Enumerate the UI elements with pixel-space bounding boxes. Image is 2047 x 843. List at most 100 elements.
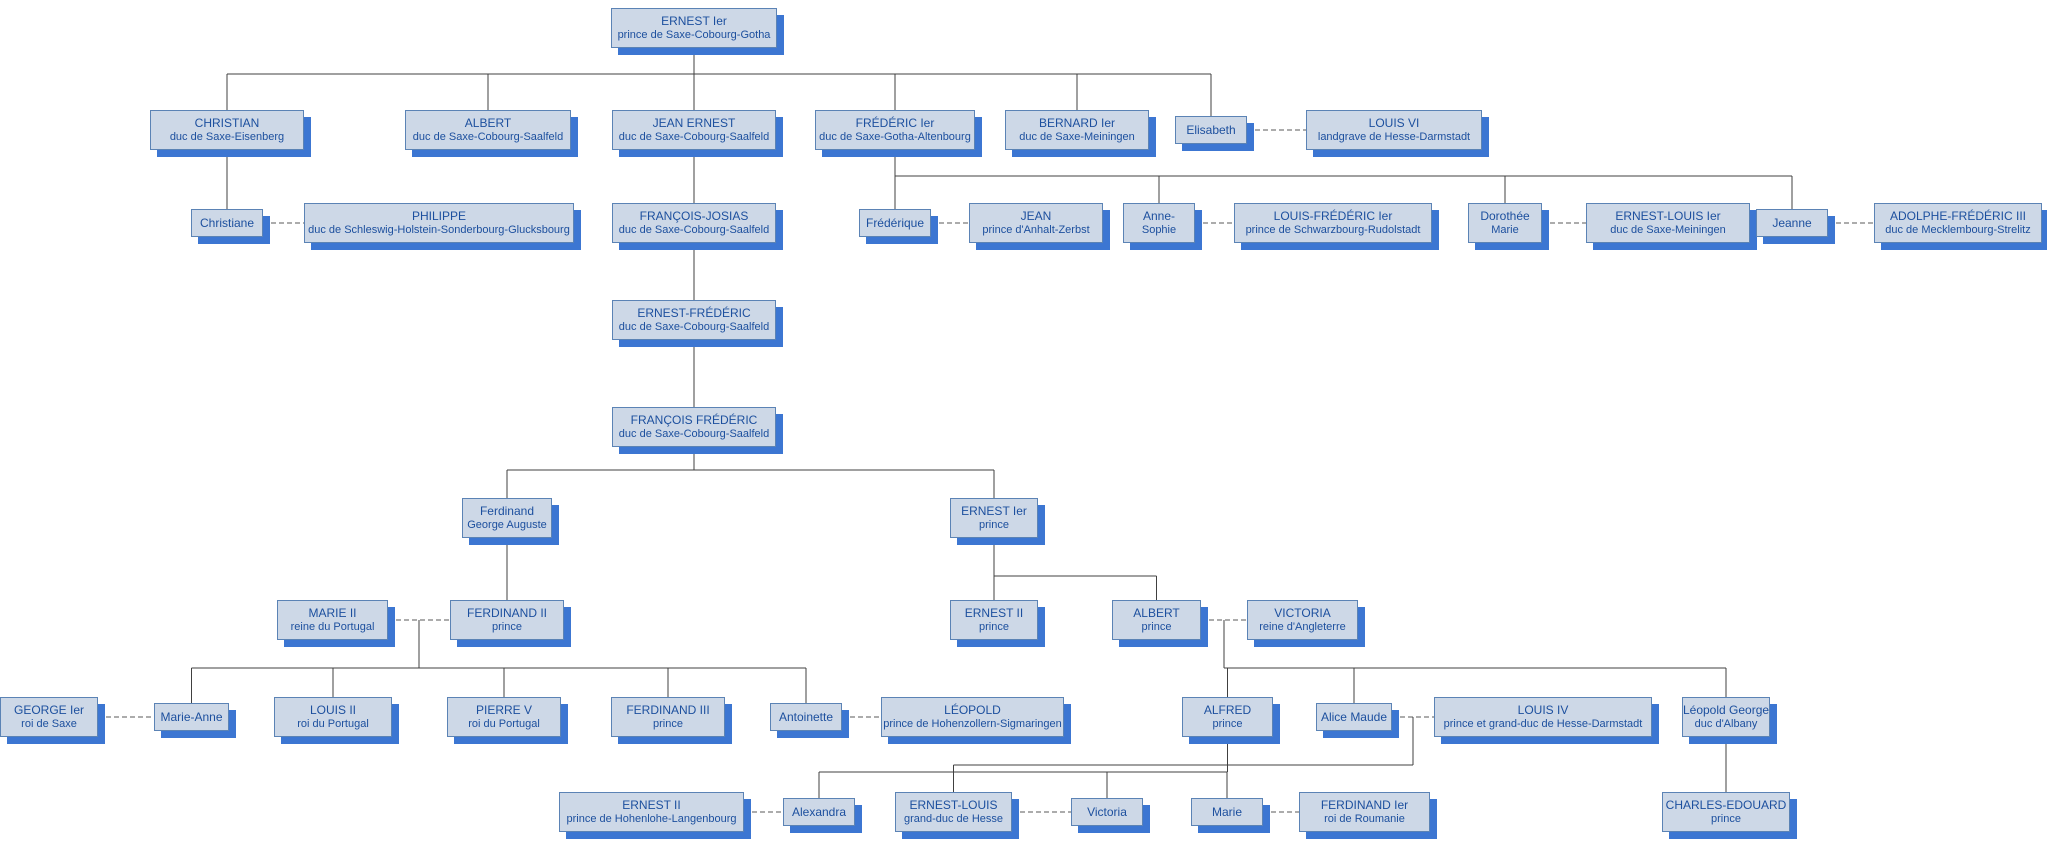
tree-node-victoria_m: Victoria [1071, 798, 1143, 826]
person-title: duc de Schleswig-Holstein-Sonderbourg-Gl… [308, 223, 570, 236]
person-name: LOUIS IV [1517, 702, 1569, 717]
person-name: FERDINAND Ier [1320, 797, 1409, 812]
person-title: prince [1141, 620, 1172, 633]
person-name: Antoinette [778, 709, 834, 724]
person-title: prince [653, 717, 683, 730]
person-name: LÉOPOLD [944, 702, 1001, 717]
person-name: Jeanne [1772, 215, 1812, 230]
tree-node-frederique: Frédérique [859, 209, 931, 237]
person-title: roi du Portugal [297, 717, 369, 730]
person-name: CHRISTIAN [194, 115, 260, 130]
person-name: LOUIS-FRÉDÉRIC Ier [1273, 208, 1393, 223]
tree-node-alexandra: Alexandra [783, 798, 855, 826]
person-name: JEAN ERNEST [652, 115, 736, 130]
person-name: FRÉDÉRIC Ier [855, 115, 935, 130]
tree-node-antoinette: Antoinette [770, 703, 842, 731]
person-title: prince de Saxe-Cobourg-Gotha [617, 28, 771, 41]
person-title: prince [492, 620, 522, 633]
tree-node-alice_maude: Alice Maude [1316, 703, 1392, 731]
person-title: Marie [1491, 223, 1519, 236]
person-name: ERNEST-FRÉDÉRIC [637, 305, 751, 320]
person-title: prince [979, 620, 1009, 633]
person-name: FRANÇOIS-JOSIAS [639, 208, 749, 223]
person-name: PIERRE V [475, 702, 532, 717]
person-name: FERDINAND III [626, 702, 710, 717]
person-name: GEORGE Ier [13, 702, 84, 717]
person-title: reine d'Angleterre [1259, 620, 1346, 633]
person-title: duc de Mecklembourg-Strelitz [1885, 223, 2031, 236]
person-name: ALFRED [1203, 702, 1252, 717]
person-name: Léopold George [1682, 702, 1770, 717]
person-name: Ferdinand [479, 503, 535, 518]
person-title: roi du Portugal [468, 717, 540, 730]
person-name: BERNARD Ier [1038, 115, 1115, 130]
person-title: prince de Schwarzbourg-Rudolstadt [1245, 223, 1421, 236]
person-title: prince [979, 518, 1009, 531]
person-title: prince [1212, 717, 1243, 730]
person-title: duc de Saxe-Cobourg-Saalfeld [618, 320, 770, 333]
person-name: Dorothée [1480, 208, 1530, 223]
tree-node-christiane: Christiane [191, 209, 263, 237]
person-name: JEAN [1020, 208, 1052, 223]
person-name: Elisabeth [1186, 122, 1236, 137]
person-name: ALBERT [1133, 605, 1180, 620]
person-name: CHARLES-EDOUARD [1665, 797, 1787, 812]
person-name: Victoria [1087, 804, 1127, 819]
person-name: FERDINAND II [466, 605, 547, 620]
person-name: Christiane [199, 215, 255, 230]
person-name: PHILIPPE [411, 208, 467, 223]
person-name: ERNEST-LOUIS Ier [1615, 208, 1721, 223]
person-title: roi de Saxe [21, 717, 77, 730]
person-name: ERNEST II [622, 797, 681, 812]
person-title: duc de Saxe-Cobourg-Saalfeld [618, 130, 770, 143]
person-name: VICTORIA [1274, 605, 1331, 620]
person-title: prince de Hohenlohe-Langenbourg [566, 812, 737, 825]
person-title: landgrave de Hesse-Darmstadt [1317, 130, 1471, 143]
tree-node-jeanne: Jeanne [1756, 209, 1828, 237]
person-title: duc de Saxe-Cobourg-Saalfeld [618, 223, 770, 236]
person-name: FRANÇOIS FRÉDÉRIC [630, 412, 758, 427]
person-title: reine du Portugal [290, 620, 375, 633]
person-name: Alexandra [791, 804, 847, 819]
person-name: Marie [1211, 804, 1242, 819]
person-title: Sophie [1141, 223, 1177, 236]
tree-node-elisabeth: Elisabeth [1175, 116, 1247, 144]
person-name: ADOLPHE-FRÉDÉRIC III [1889, 208, 2027, 223]
person-name: LOUIS VI [1368, 115, 1420, 130]
person-name: ERNEST Ier [661, 13, 727, 28]
person-title: duc de Saxe-Cobourg-Saalfeld [412, 130, 564, 143]
person-title: duc de Saxe-Eisenberg [169, 130, 285, 143]
person-title: prince de Hohenzollern-Sigmaringen [883, 717, 1062, 730]
person-name: Alice Maude [1320, 709, 1388, 724]
person-name: ERNEST II [964, 605, 1024, 620]
person-name: ERNEST Ier [961, 503, 1027, 518]
